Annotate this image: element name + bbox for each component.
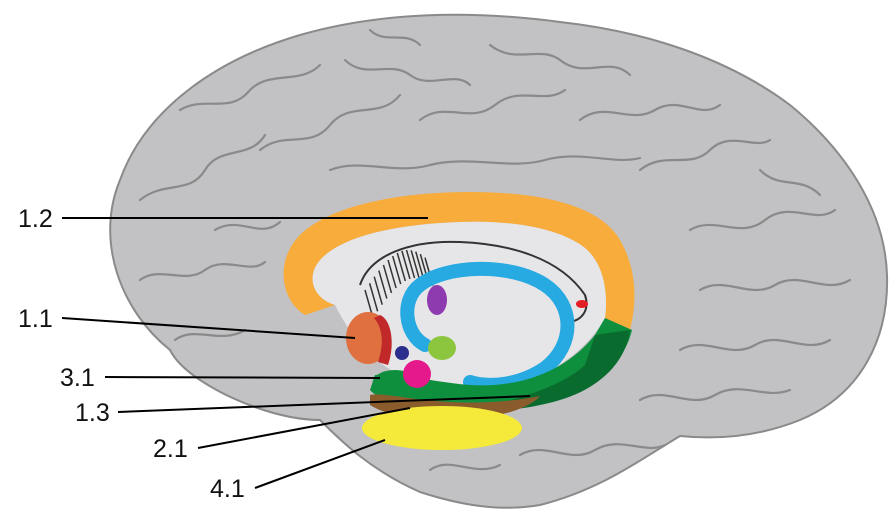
label-2-1: 2.1 [153,435,188,463]
label-3-1: 3.1 [60,364,95,392]
label-1-2: 1.2 [18,205,53,233]
purple-structure [427,285,447,315]
navy-structure [395,346,409,360]
lime-structure [428,336,456,360]
leader-line-4-1 [255,440,385,488]
red-dot-structure [576,300,588,308]
leader-line-3-1 [105,377,380,378]
label-1-1: 1.1 [18,305,53,333]
label-4-1: 4.1 [210,475,245,503]
label-1-3: 1.3 [75,399,110,427]
magenta-structure [403,360,431,388]
